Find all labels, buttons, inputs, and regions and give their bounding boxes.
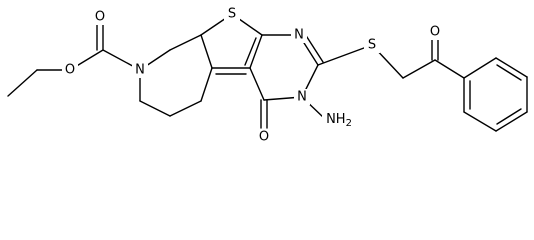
atom-label-s-thioether: S [364,37,380,53]
bond [317,44,373,66]
atom-label-o-ring-ketone: O [256,129,272,145]
atom-symbol: O [95,10,105,25]
atom-label-nh2: NH2 [322,111,356,129]
atom-symbol: S [368,38,376,53]
atom-symbol: N [294,28,304,43]
atom-label-o-ester: O [62,62,78,78]
bond [200,67,213,102]
bond [402,59,436,79]
bond [463,57,497,79]
bond [169,100,202,117]
bond [169,34,202,51]
bond [244,37,257,66]
atom-symbol: N [297,90,307,105]
atom-symbol: S [228,7,236,22]
bond [434,59,465,79]
bond [496,108,522,125]
atom-label-s-ring: S [224,6,240,22]
bond [495,111,528,132]
bond [495,57,528,78]
bond [496,64,522,81]
atom-label-o-chain-ketone: O [427,24,443,40]
bond [249,34,263,69]
atom-label-n-piperidine: N [132,62,148,78]
atom-label-n-amino: N [294,89,310,105]
bond [7,69,38,97]
chemical-structure-diagram: S N N NH2 O S O N [7,6,528,145]
atom-label-n-top: N [291,27,307,43]
bond [200,34,213,69]
atom-label-o-ester-carbonyl: O [92,9,108,25]
bond [139,100,171,117]
bonds [7,13,528,132]
amino-group: NH2 [326,112,352,129]
bond [304,33,324,63]
atom-symbol: O [65,63,75,78]
bond [463,111,497,132]
atom-symbol: O [430,25,440,40]
atom-labels: S N N NH2 O S O N [62,6,443,145]
bond [249,67,265,101]
structure-canvas: S N N NH2 O S O N [7,6,528,145]
atom-symbol: O [259,130,269,145]
atom-symbol: N [135,63,145,78]
